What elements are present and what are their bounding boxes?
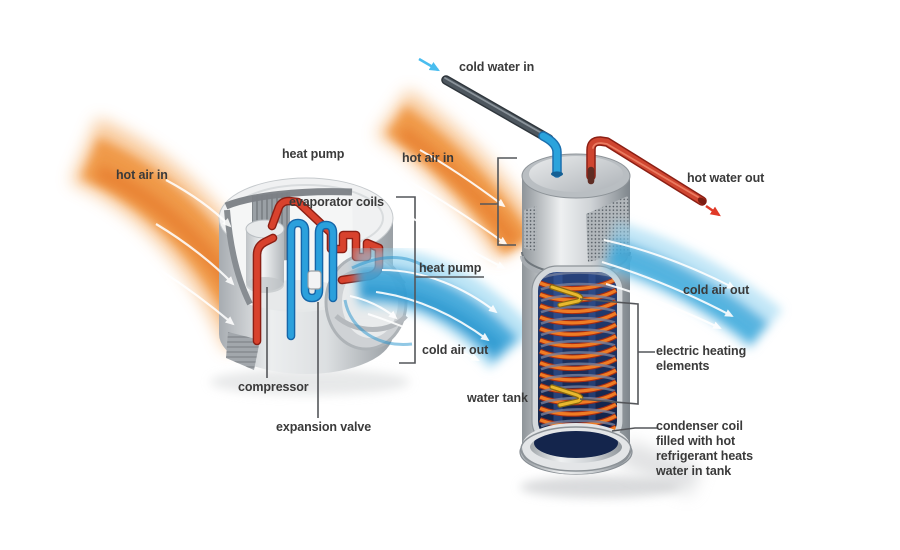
label-expansion-valve: expansion valve: [276, 420, 372, 434]
leader-lines-right: [480, 157, 657, 432]
tank-cutaway-window: [520, 265, 632, 472]
label-heat-pump-center: heat pump: [419, 261, 482, 275]
label-electric-heating-elements: electric heating elements: [656, 344, 766, 374]
label-line: refrigerant heats: [656, 449, 753, 463]
label-cold-air-out-right: cold air out: [683, 283, 750, 297]
label-condenser-coil: condenser coil filled with hot refrigera…: [656, 419, 776, 479]
hot-water-pipe: [586, 136, 707, 206]
expansion-valve-graphic: [307, 270, 322, 290]
label-cold-air-out-left: cold air out: [422, 343, 489, 357]
hot-air-arrows-right: [407, 149, 508, 269]
tank-shadow: [520, 476, 680, 498]
cold-air-flow-left: [343, 247, 535, 371]
label-cold-water-in: cold water in: [459, 60, 535, 74]
evaporator-coil-blue: [286, 218, 338, 341]
label-hot-air-in-left: hot air in: [116, 168, 168, 182]
hot-air-arrows-left: [155, 179, 235, 326]
label-water-tank: water tank: [467, 391, 528, 405]
hot-air-flow-right: [375, 89, 544, 262]
label-hot-water-out: hot water out: [687, 171, 765, 185]
label-line: water in tank: [656, 464, 732, 478]
label-hot-air-in-right: hot air in: [402, 151, 454, 165]
label-heat-pump-top: heat pump: [282, 147, 345, 161]
label-line: electric heating: [656, 344, 747, 358]
tank-cast-shadow: [614, 440, 702, 496]
hot-water-arrow: [705, 204, 721, 217]
label-compressor: compressor: [238, 380, 309, 394]
cold-air-flow-right: [600, 220, 783, 351]
drum-shadow: [210, 369, 410, 395]
cold-water-arrow: [418, 57, 440, 72]
label-line: elements: [656, 359, 710, 373]
cold-water-pipe: [441, 75, 563, 178]
label-line: condenser coil: [656, 419, 743, 433]
compressor-graphic: [245, 219, 285, 293]
label-evaporator-coils: evaporator coils: [289, 195, 384, 209]
leader-lines-left: [266, 196, 484, 418]
label-line: filled with hot: [656, 434, 736, 448]
